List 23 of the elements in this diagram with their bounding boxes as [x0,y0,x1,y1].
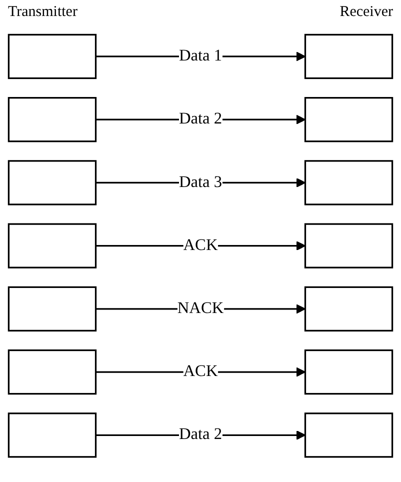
column-heading: Receiver [340,4,393,22]
edge-label: NACK [177,300,224,318]
node-box [304,286,394,332]
node-box [304,412,394,458]
edge-label: ACK [183,236,218,254]
node-box [304,223,394,268]
node-box [304,34,394,80]
node-box [8,34,97,80]
node-box [8,412,97,458]
node-box [304,160,394,206]
node-box [8,223,97,268]
node-box [304,97,394,142]
node-box [8,349,97,395]
edge-label: Data 2 [178,110,222,128]
node-box [8,160,97,206]
node-box [8,97,97,142]
edge-label: ACK [183,363,218,380]
node-box [304,349,394,395]
edge-label: Data 1 [178,47,222,65]
node-box [8,286,97,332]
edge-label: Data 3 [178,174,222,192]
column-heading: Transmitter [8,4,78,22]
edge-label: Data 2 [178,426,222,444]
